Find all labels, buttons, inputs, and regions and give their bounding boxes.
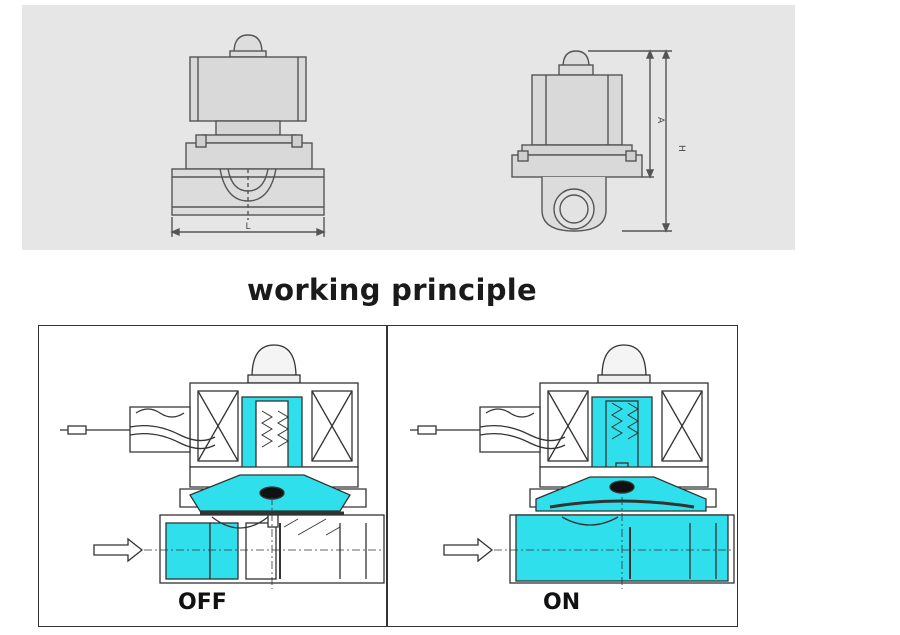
side-view-valve: [511, 49, 672, 233]
technical-drawing-panel: L H A: [22, 5, 795, 250]
dimension-drawing: L H A: [170, 34, 686, 237]
dimension-label-a: A: [655, 117, 665, 124]
frame-divider: [386, 325, 388, 627]
dimension-label-h: H: [676, 145, 686, 152]
dimension-label-l: L: [245, 222, 250, 232]
state-label-off: OFF: [178, 590, 227, 615]
front-view-valve: [170, 34, 326, 237]
section-heading: working principle: [247, 273, 537, 307]
state-label-on: ON: [543, 590, 581, 615]
valve-section-off: [60, 344, 385, 589]
valve-section-on: [410, 344, 735, 589]
